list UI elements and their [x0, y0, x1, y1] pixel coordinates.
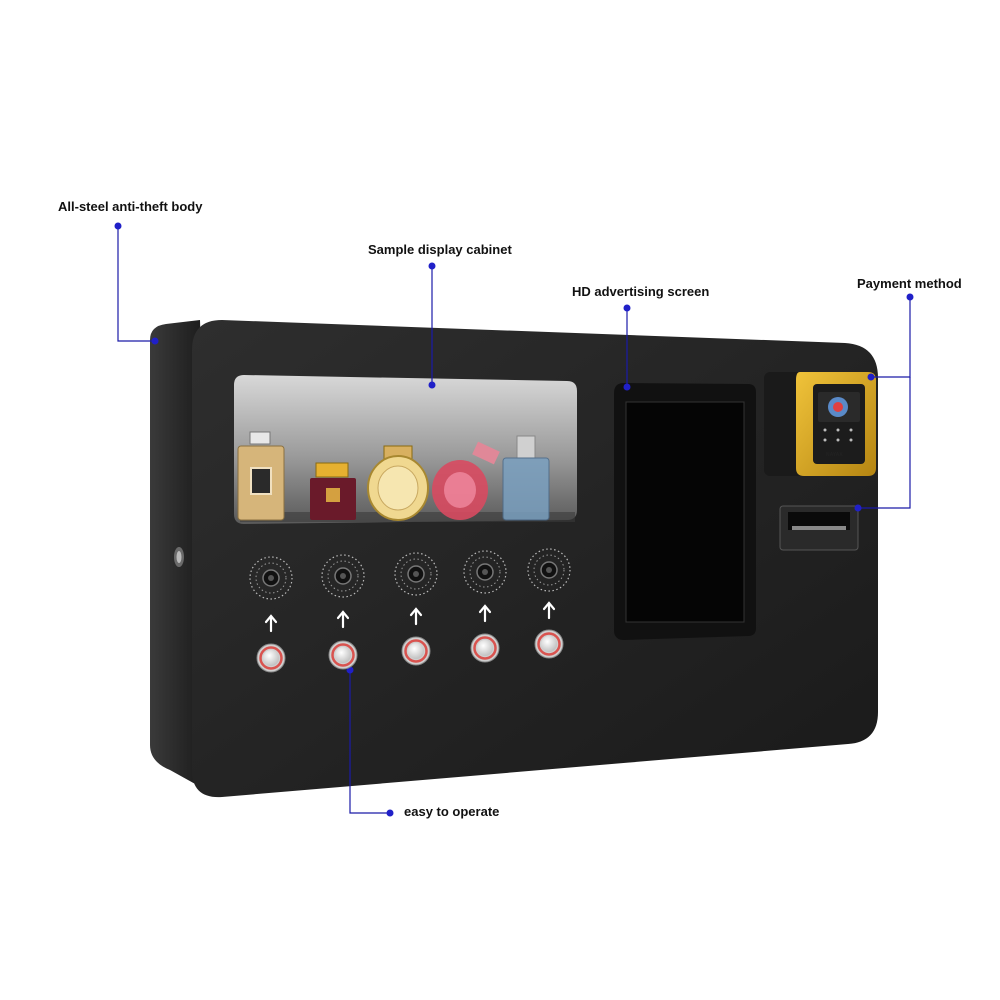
perfume-bottle-4	[432, 441, 500, 520]
advertising-screen	[614, 383, 756, 640]
nozzle-columns	[249, 548, 571, 673]
arrow-up-icon	[542, 601, 556, 620]
spray-nozzle-icon	[394, 552, 438, 596]
perfume-bottle-3	[367, 445, 429, 521]
reader-brand: NAYAX	[826, 452, 843, 458]
spray-nozzle-icon	[321, 554, 365, 598]
arrow-up-icon	[336, 610, 350, 629]
perfume-bottle-1	[237, 431, 285, 521]
side-lock-icon	[174, 547, 184, 567]
push-button-icon[interactable]	[401, 636, 431, 666]
callout-payment-label: Payment method	[857, 276, 962, 291]
callout-dots	[114, 222, 914, 817]
display-cabinet	[234, 375, 577, 524]
push-button-icon[interactable]	[534, 629, 564, 659]
push-button-icon[interactable]	[256, 643, 286, 673]
callout-body-label: All-steel anti-theft body	[58, 199, 203, 214]
spray-nozzle-icon	[463, 550, 507, 594]
perfume-bottle-5	[502, 435, 550, 521]
arrow-up-icon	[478, 604, 492, 623]
payment-reader	[764, 372, 876, 476]
callout-screen-label: HD advertising screen	[572, 284, 710, 299]
callout-lines	[117, 226, 911, 814]
arrow-up-icon	[264, 614, 278, 633]
callout-cabinet-label: Sample display cabinet	[368, 242, 512, 257]
push-button-icon[interactable]	[470, 633, 500, 663]
perfume-bottle-2	[310, 462, 356, 520]
bill-slot	[779, 505, 859, 551]
push-button-icon[interactable]	[328, 640, 358, 670]
spray-nozzle-icon	[249, 556, 293, 600]
callout-operate-label: easy to operate	[404, 804, 500, 819]
arrow-up-icon	[409, 607, 423, 626]
spray-nozzle-icon	[527, 548, 571, 592]
